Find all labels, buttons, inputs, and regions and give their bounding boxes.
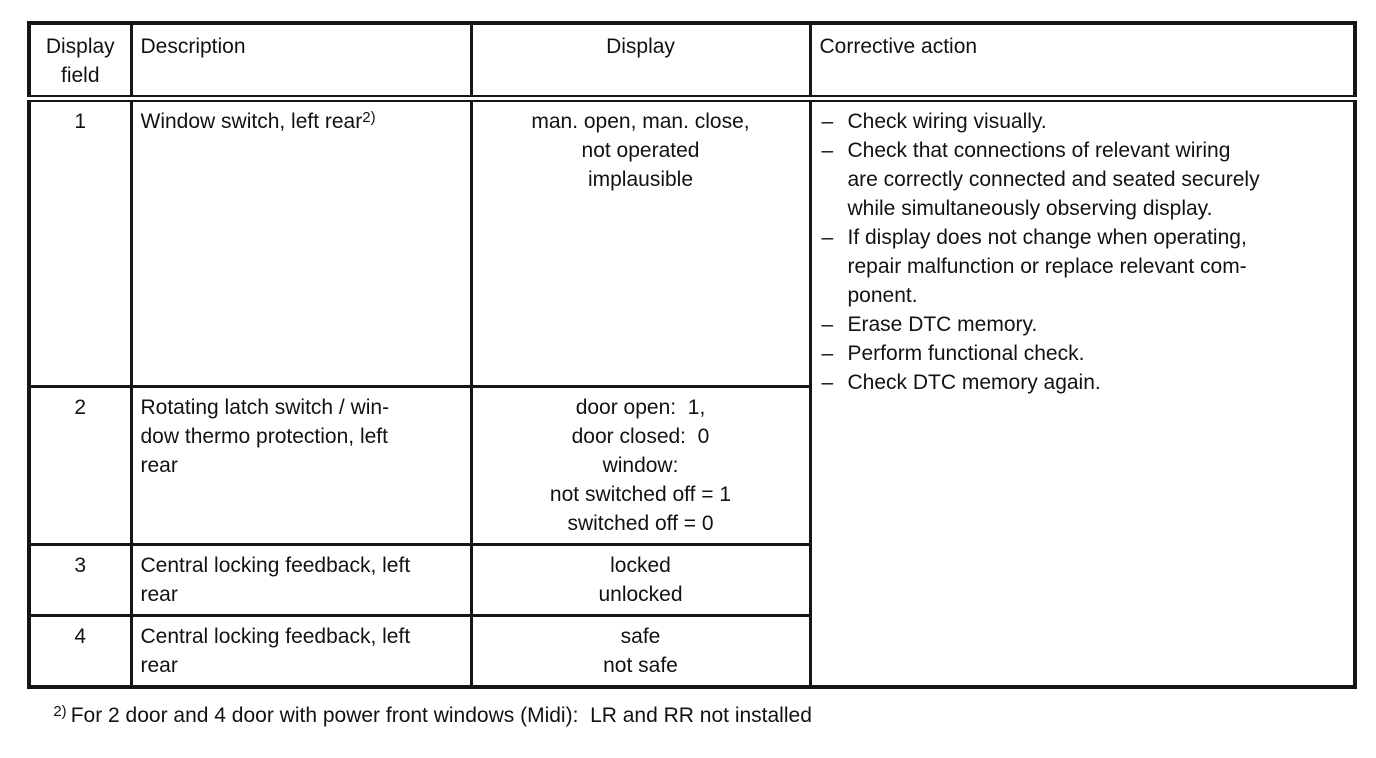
description-cell: Central locking feedback, left rear [129,614,473,689]
display-cell: door open: 1, door closed: 0 window: not… [469,385,812,546]
corrective-action-item: – Check DTC memory again. [820,368,1346,397]
corrective-action-item: – Check that connections of relevant wir… [820,136,1346,223]
corrective-action-item: – Erase DTC memory. [820,310,1346,339]
display-cell: man. open, man. close, not operated impl… [469,97,812,388]
header-corrective-action: Corrective action [808,21,1357,102]
table-row: 2 Rotating latch switch / win- dow therm… [27,385,1355,546]
description-cell: Central locking feedback, left rear [129,543,473,617]
corrective-action-text: Check that connections of relevant wirin… [847,139,1260,220]
dash-marker: – [821,110,834,133]
dash-marker: – [821,313,834,336]
corrective-action-item: – Perform functional check. [820,339,1346,368]
display-field-cell: 2 [27,385,133,546]
display-field-cell: 4 [27,614,133,689]
dash-marker: – [821,371,834,394]
corrective-action-cell: – Check wiring visually. – Check that co… [808,97,1357,689]
footnote: 2)For 2 door and 4 door with power front… [30,674,812,758]
display-cell: safe not safe [469,614,812,689]
corrective-action-item: – Check wiring visually. [820,107,1346,136]
header-display-field: Display field [27,21,133,102]
display-field-cell: 1 [27,97,133,388]
display-field-cell: 3 [27,543,133,617]
display-cell: locked unlocked [469,543,812,617]
scanned-manual-page: Display field Description Display Correc… [27,21,1357,727]
description-cell: Window switch, left rear2) [129,97,473,388]
footnote-text: For 2 door and 4 door with power front w… [70,704,812,727]
table-row: 1 Window switch, left rear2) man. open, … [27,97,1357,689]
corrective-action-text: If display does not change when operatin… [847,226,1247,307]
corrective-action-item: – If display does not change when operat… [820,223,1346,310]
corrective-action-text: Perform functional check. [847,342,1085,365]
diagnostic-table: Display field Description Display Correc… [27,21,1357,689]
header-display: Display [469,21,812,102]
corrective-action-text: Check DTC memory again. [847,371,1101,394]
table-row: 4 Central locking feedback, left rear sa… [27,614,1355,689]
corrective-action-text: Erase DTC memory. [847,313,1038,336]
dash-marker: – [821,342,834,365]
header-description: Description [129,21,473,102]
header-row: Display field Description Display Correc… [27,21,1357,102]
dash-marker: – [821,139,834,162]
footnote-ref: 2) [362,109,376,126]
description-text: Window switch, left rear [140,110,363,133]
dash-marker: – [821,226,834,249]
description-cell: Rotating latch switch / win- dow thermo … [129,385,473,546]
table-row: 3 Central locking feedback, left rear lo… [27,543,1355,617]
corrective-action-text: Check wiring visually. [847,110,1047,133]
